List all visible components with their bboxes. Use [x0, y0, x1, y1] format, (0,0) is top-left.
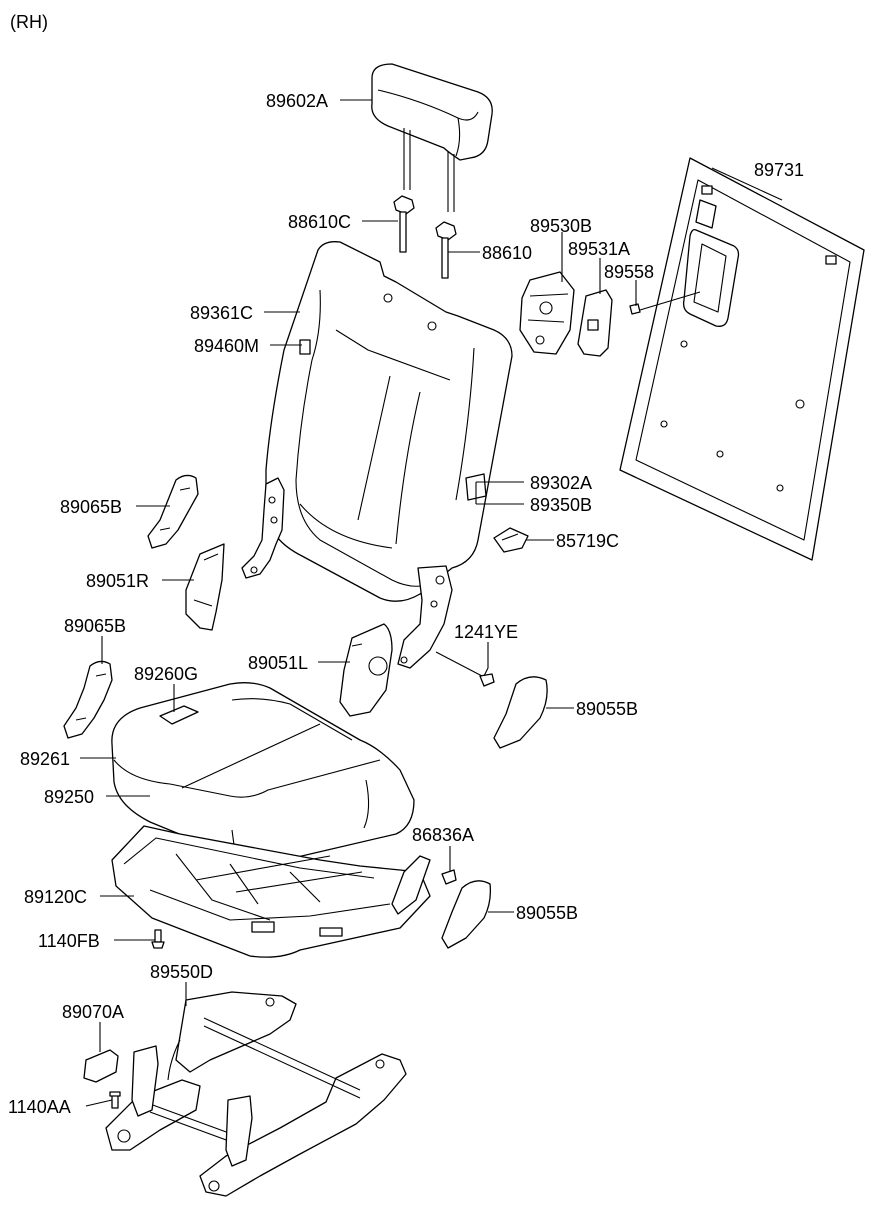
label-89051R: 89051R	[86, 571, 149, 591]
label-89055B-upper: 89055B	[576, 699, 638, 719]
label-88610: 88610	[482, 243, 532, 263]
part-labels: 89602A 88610C 88610 89361C 89460M 89530B…	[8, 91, 804, 1117]
cover-89055B-upper-drawing	[493, 676, 548, 749]
label-89261: 89261	[20, 749, 70, 769]
label-89558: 89558	[604, 262, 654, 282]
seat-back-drawing	[265, 241, 513, 602]
cover-89055B-lower-drawing	[441, 880, 492, 949]
headrest-drawing	[371, 63, 493, 212]
label-1140FB: 1140FB	[38, 931, 100, 951]
clip-85719C-drawing	[493, 527, 529, 553]
leader-lines	[80, 99, 783, 1107]
bolt-86836A-drawing	[441, 869, 457, 885]
label-89065B-upper: 89065B	[60, 497, 122, 517]
bolt-1241YE-drawing	[479, 667, 495, 687]
seat-frame-drawing	[105, 991, 407, 1197]
label-89530B: 89530B	[530, 216, 592, 236]
label-89250: 89250	[44, 787, 94, 807]
label-89065B-lower: 89065B	[64, 616, 126, 636]
label-88610C: 88610C	[288, 212, 351, 232]
label-89051L: 89051L	[248, 653, 308, 673]
label-89361C: 89361C	[190, 303, 253, 323]
label-89120C: 89120C	[24, 887, 87, 907]
label-89460M: 89460M	[194, 336, 259, 356]
label-1241YE: 1241YE	[454, 622, 518, 642]
label-89531A: 89531A	[568, 239, 630, 259]
view-label: (RH)	[10, 12, 48, 32]
headrest-guides-drawing	[393, 195, 457, 279]
seat-pan-drawing	[111, 825, 431, 958]
label-89302A: 89302A	[530, 473, 592, 493]
label-89055B-lower: 89055B	[516, 903, 578, 923]
label-89070A: 89070A	[62, 1002, 124, 1022]
label-89350B: 89350B	[530, 495, 592, 515]
label-1140AA: 1140AA	[8, 1097, 71, 1117]
label-89550D: 89550D	[150, 962, 213, 982]
seat-cushion-drawing	[111, 682, 415, 864]
label-85719C: 85719C	[556, 531, 619, 551]
cover-89065B-upper-drawing	[147, 474, 199, 549]
label-86836A: 86836A	[412, 825, 474, 845]
cover-89051R-drawing	[185, 543, 225, 631]
seat-back-hinges-drawing	[241, 477, 453, 669]
cover-89070A-drawing	[83, 1049, 119, 1083]
bolt-1140AA-drawing	[109, 1091, 121, 1109]
label-89731: 89731	[754, 160, 804, 180]
cover-89065B-lower-drawing	[63, 660, 113, 739]
back-panel-drawing	[619, 157, 865, 561]
recliner-mechanism-drawing	[519, 271, 641, 357]
cover-89051L-drawing	[339, 623, 393, 717]
label-89602A: 89602A	[266, 91, 328, 111]
bolt-1140FB-drawing	[151, 929, 165, 949]
label-89260G: 89260G	[134, 664, 198, 684]
